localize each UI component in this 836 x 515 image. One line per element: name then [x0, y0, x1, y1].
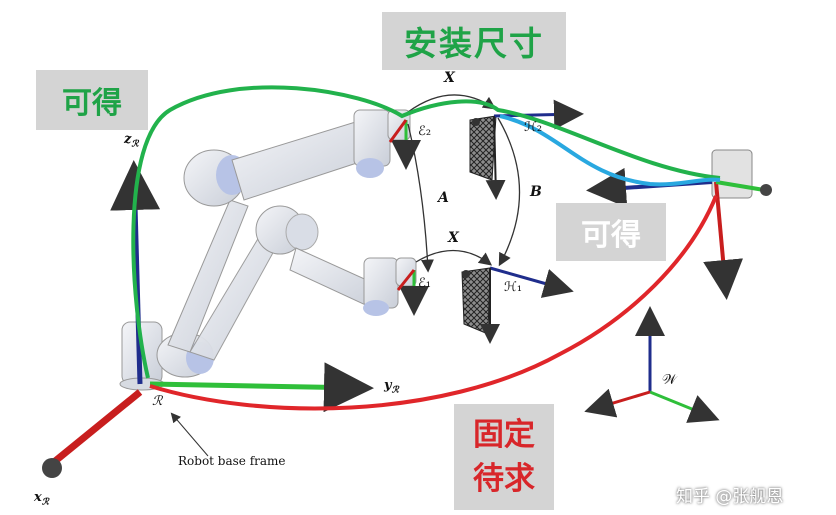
target-mesh-h2 [469, 99, 584, 200]
label-h2: ℋ₂ [524, 120, 543, 135]
callout-install-size: 安装尺寸 [382, 12, 566, 70]
red-chain-curve [149, 195, 718, 411]
callout-fixed-unknown: 固定 待求 [454, 404, 554, 510]
label-h1: ℋ₁ [504, 280, 523, 295]
callout-fixed-line2: 待求 [473, 461, 535, 497]
transform-arcs [407, 94, 521, 273]
label-b: B [530, 184, 542, 200]
callout-obtainable-right: 可得 [556, 203, 666, 261]
watermark: 知乎 @张舰恩 [676, 487, 784, 507]
label-z-axis: zℛ [124, 132, 139, 150]
label-robot-base-frame: Robot base frame [178, 454, 286, 468]
cyan-chain-curve [499, 114, 721, 187]
label-x-lower: X [448, 230, 459, 246]
label-w: 𝒲 [662, 372, 677, 388]
label-x-axis: xℛ [34, 490, 49, 508]
label-a: A [438, 190, 449, 206]
label-e2: ℰ₂ [418, 124, 432, 139]
callout-obtainable-left: 可得 [36, 70, 148, 130]
label-x-upper: X [444, 70, 455, 86]
effector-frame-e1 [396, 269, 429, 316]
target-mesh-h1 [461, 266, 574, 344]
world-frame [584, 306, 720, 423]
base-frame-axes [42, 160, 374, 478]
base-frame-pointer [170, 412, 209, 457]
label-y-axis: yℛ [384, 378, 399, 396]
label-e1: ℰ₁ [418, 276, 432, 291]
effector-frame-e2 [388, 119, 421, 170]
green-chain-curve [131, 85, 721, 379]
callout-fixed-line1: 固定 [473, 417, 535, 453]
robot-arm [119, 109, 417, 391]
label-base-r: ℛ [152, 394, 163, 409]
